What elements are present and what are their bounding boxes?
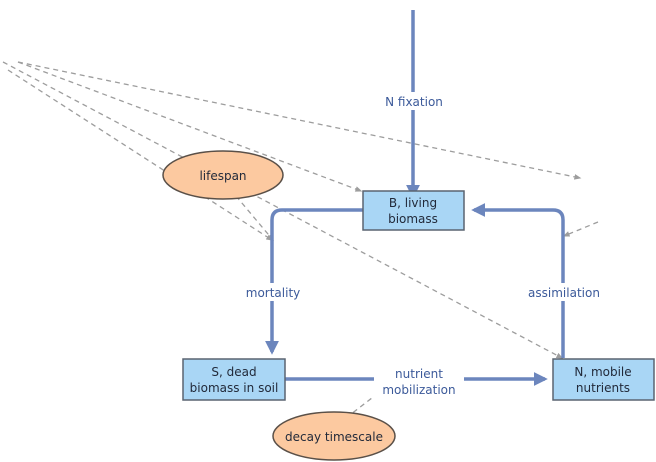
stock-mobile-nutrients[interactable]: N, mobile nutrients [552, 358, 655, 401]
mobile-nutrients-line2: nutrients [576, 381, 630, 395]
dead-biomass-line1: S, dead [211, 365, 256, 379]
decay-timescale-label: decay timescale [285, 430, 383, 444]
flow-mortality [265, 208, 363, 355]
link-right-to-assimilation [562, 221, 599, 237]
link-left-to-biomass [17, 61, 363, 192]
dead-biomass-line2: biomass in soil [190, 381, 279, 395]
auxiliary-decay-timescale[interactable]: decay timescale [272, 411, 396, 461]
flow-assimilation [471, 203, 565, 358]
n-fixation-label: N fixation [385, 95, 443, 109]
nutrient-mobilization-label-bg [374, 366, 464, 398]
n-fixation-label-bg [376, 92, 452, 110]
mobile-nutrients-line1: N, mobile [574, 365, 631, 379]
flow-labels: N fixation mortality assimilation nutrie… [240, 92, 606, 398]
nutrient-mobilization-label-line2: mobilization [382, 383, 455, 397]
assimilation-label: assimilation [528, 286, 600, 300]
stock-dead-biomass[interactable]: S, dead biomass in soil [182, 358, 286, 401]
mortality-label: mortality [246, 286, 301, 300]
link-left-to-right-edge [17, 61, 582, 180]
link-lifespan-to-mortality [235, 195, 274, 242]
information-links [2, 61, 599, 419]
nutrient-mobilization-label-line1: nutrient [395, 367, 443, 381]
lifespan-label: lifespan [199, 169, 246, 183]
assimilation-label-bg [522, 283, 606, 301]
living-biomass-line1: B, living [389, 196, 437, 210]
living-biomass-line2: biomass [388, 212, 438, 226]
stock-living-biomass[interactable]: B, living biomass [362, 190, 465, 231]
mortality-label-bg [240, 283, 306, 301]
auxiliary-lifespan[interactable]: lifespan [162, 150, 284, 200]
link-left-to-mortality [7, 69, 274, 241]
